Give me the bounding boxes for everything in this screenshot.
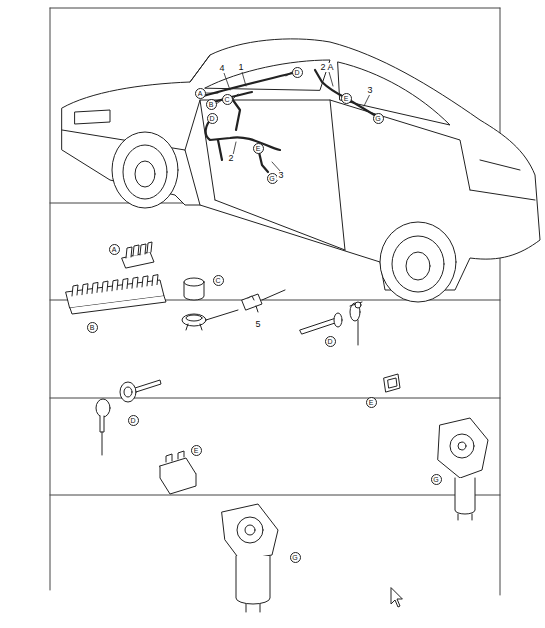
switch-d <box>96 380 161 455</box>
callout-text: G <box>269 175 274 182</box>
callout-letter: C <box>222 94 233 105</box>
callout-letter: G <box>267 173 278 184</box>
callout-text: C <box>215 277 220 284</box>
callout-text: G <box>433 476 438 483</box>
relay-c <box>182 278 238 330</box>
car-lines <box>62 55 535 302</box>
callout-letter: D <box>128 415 139 426</box>
callout-text: E <box>256 145 261 152</box>
callout-letter: E <box>366 397 377 408</box>
callout-letter: B <box>206 99 217 110</box>
callout-letter: A <box>109 244 120 255</box>
callout-letter: D <box>325 336 336 347</box>
window-motor-g <box>222 504 278 612</box>
connector-5 <box>242 290 285 312</box>
callout-text: A <box>198 90 203 97</box>
callout-text: B <box>209 101 214 108</box>
callout-letter: E <box>341 93 352 104</box>
callout-number: 2 <box>227 154 234 163</box>
callout-letter: E <box>191 445 202 456</box>
callout-text: A <box>112 246 117 253</box>
callout-text: D <box>130 417 135 424</box>
callout-number: 5 <box>254 320 261 329</box>
callout-letter: D <box>292 67 303 78</box>
callout-text: E <box>194 447 199 454</box>
callout-letter: G <box>431 474 442 485</box>
car-body <box>62 39 540 290</box>
leader-lines <box>206 72 370 172</box>
fuse-box-b <box>66 275 166 314</box>
callout-number: 4 <box>218 64 225 73</box>
rocker-switch-e <box>384 374 400 392</box>
callout-text: B <box>90 324 95 331</box>
callout-letter: C <box>213 275 224 286</box>
switch-block-e <box>160 451 196 494</box>
callout-number: 1 <box>237 63 244 72</box>
window-motor-g <box>438 418 488 520</box>
mouse-cursor <box>391 588 402 607</box>
callout-text: C <box>224 96 229 103</box>
callout-text: G <box>375 115 380 122</box>
fuse-box-a <box>122 242 154 268</box>
callout-letter: D <box>207 113 218 124</box>
wiring-harness <box>200 70 376 172</box>
callout-text: D <box>294 69 299 76</box>
callout-text: E <box>369 399 374 406</box>
callout-text: G <box>292 554 297 561</box>
callout-letter: A <box>195 88 206 99</box>
callout-number: 2 A <box>319 63 334 72</box>
callout-letter: B <box>87 322 98 333</box>
callout-letter: G <box>290 552 301 563</box>
callout-text: D <box>209 115 214 122</box>
callout-text: E <box>344 95 349 102</box>
callout-number: 3 <box>277 171 284 180</box>
callout-letter: G <box>373 113 384 124</box>
callout-number: 3 <box>366 86 373 95</box>
callout-text: D <box>327 338 332 345</box>
callout-letter: E <box>253 143 264 154</box>
switch-d <box>300 302 362 345</box>
